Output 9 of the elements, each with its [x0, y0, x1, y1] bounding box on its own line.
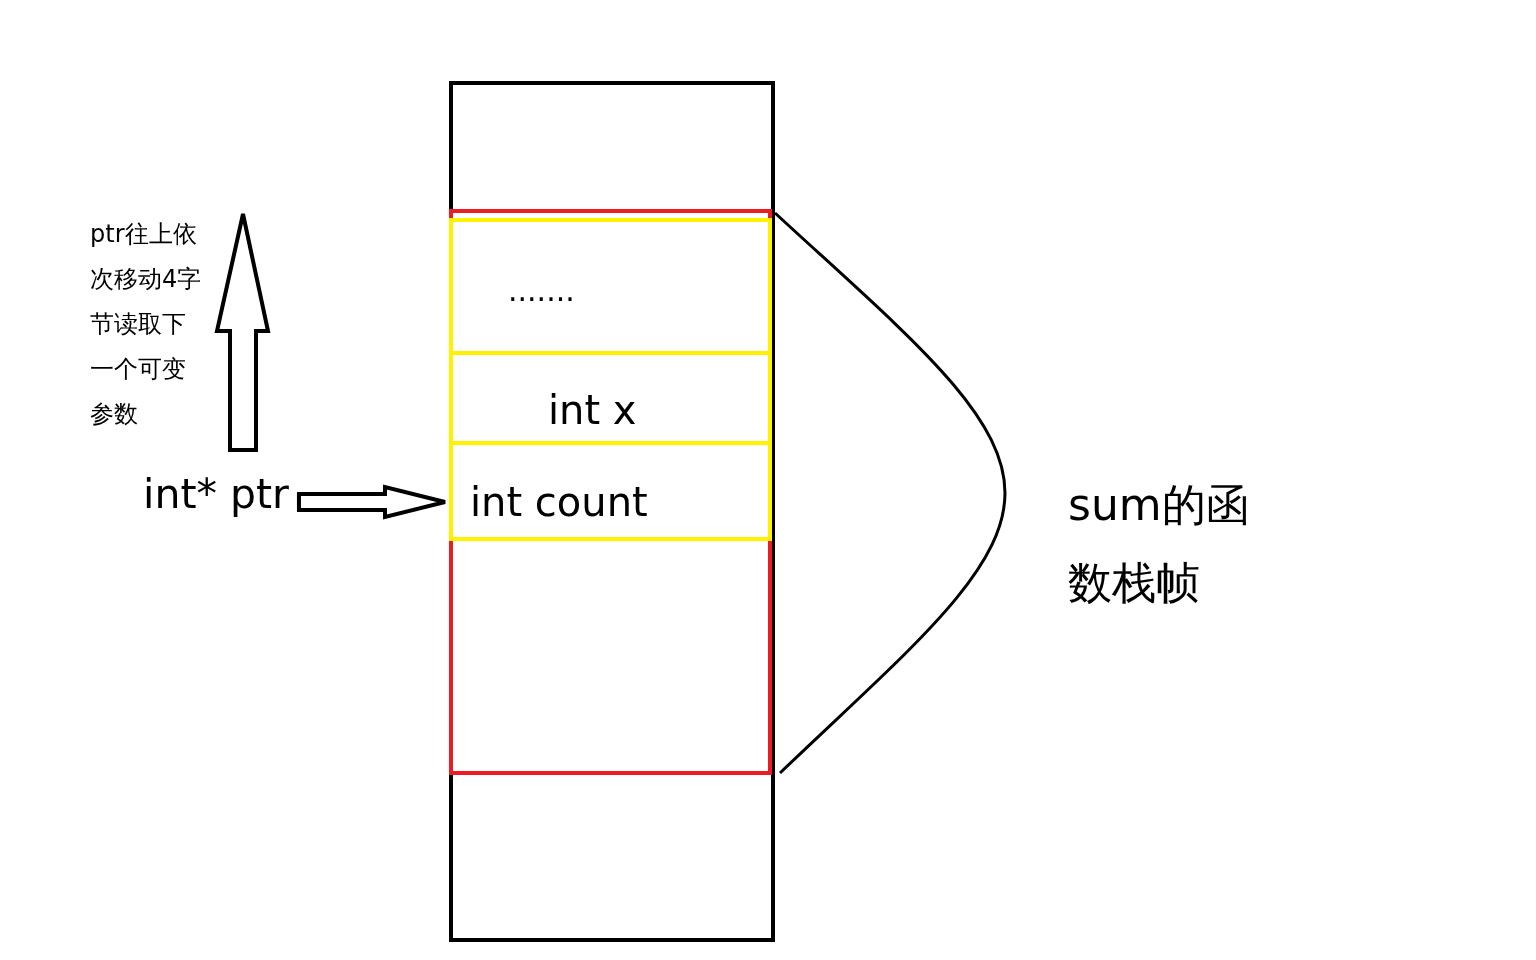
pointer-label: int* ptr — [143, 471, 289, 519]
function-frame — [449, 209, 772, 775]
memory-stack — [449, 81, 775, 942]
note-text: ptr往上依次移动4字节读取下一个可变参数 — [90, 219, 203, 430]
ellipsis-text: ....... — [508, 274, 575, 309]
block-arrow — [296, 484, 447, 520]
slot-label: int count — [470, 479, 648, 525]
slot-label: int x — [548, 387, 637, 433]
frame-caption: sum的函数栈帧 — [1068, 478, 1251, 610]
